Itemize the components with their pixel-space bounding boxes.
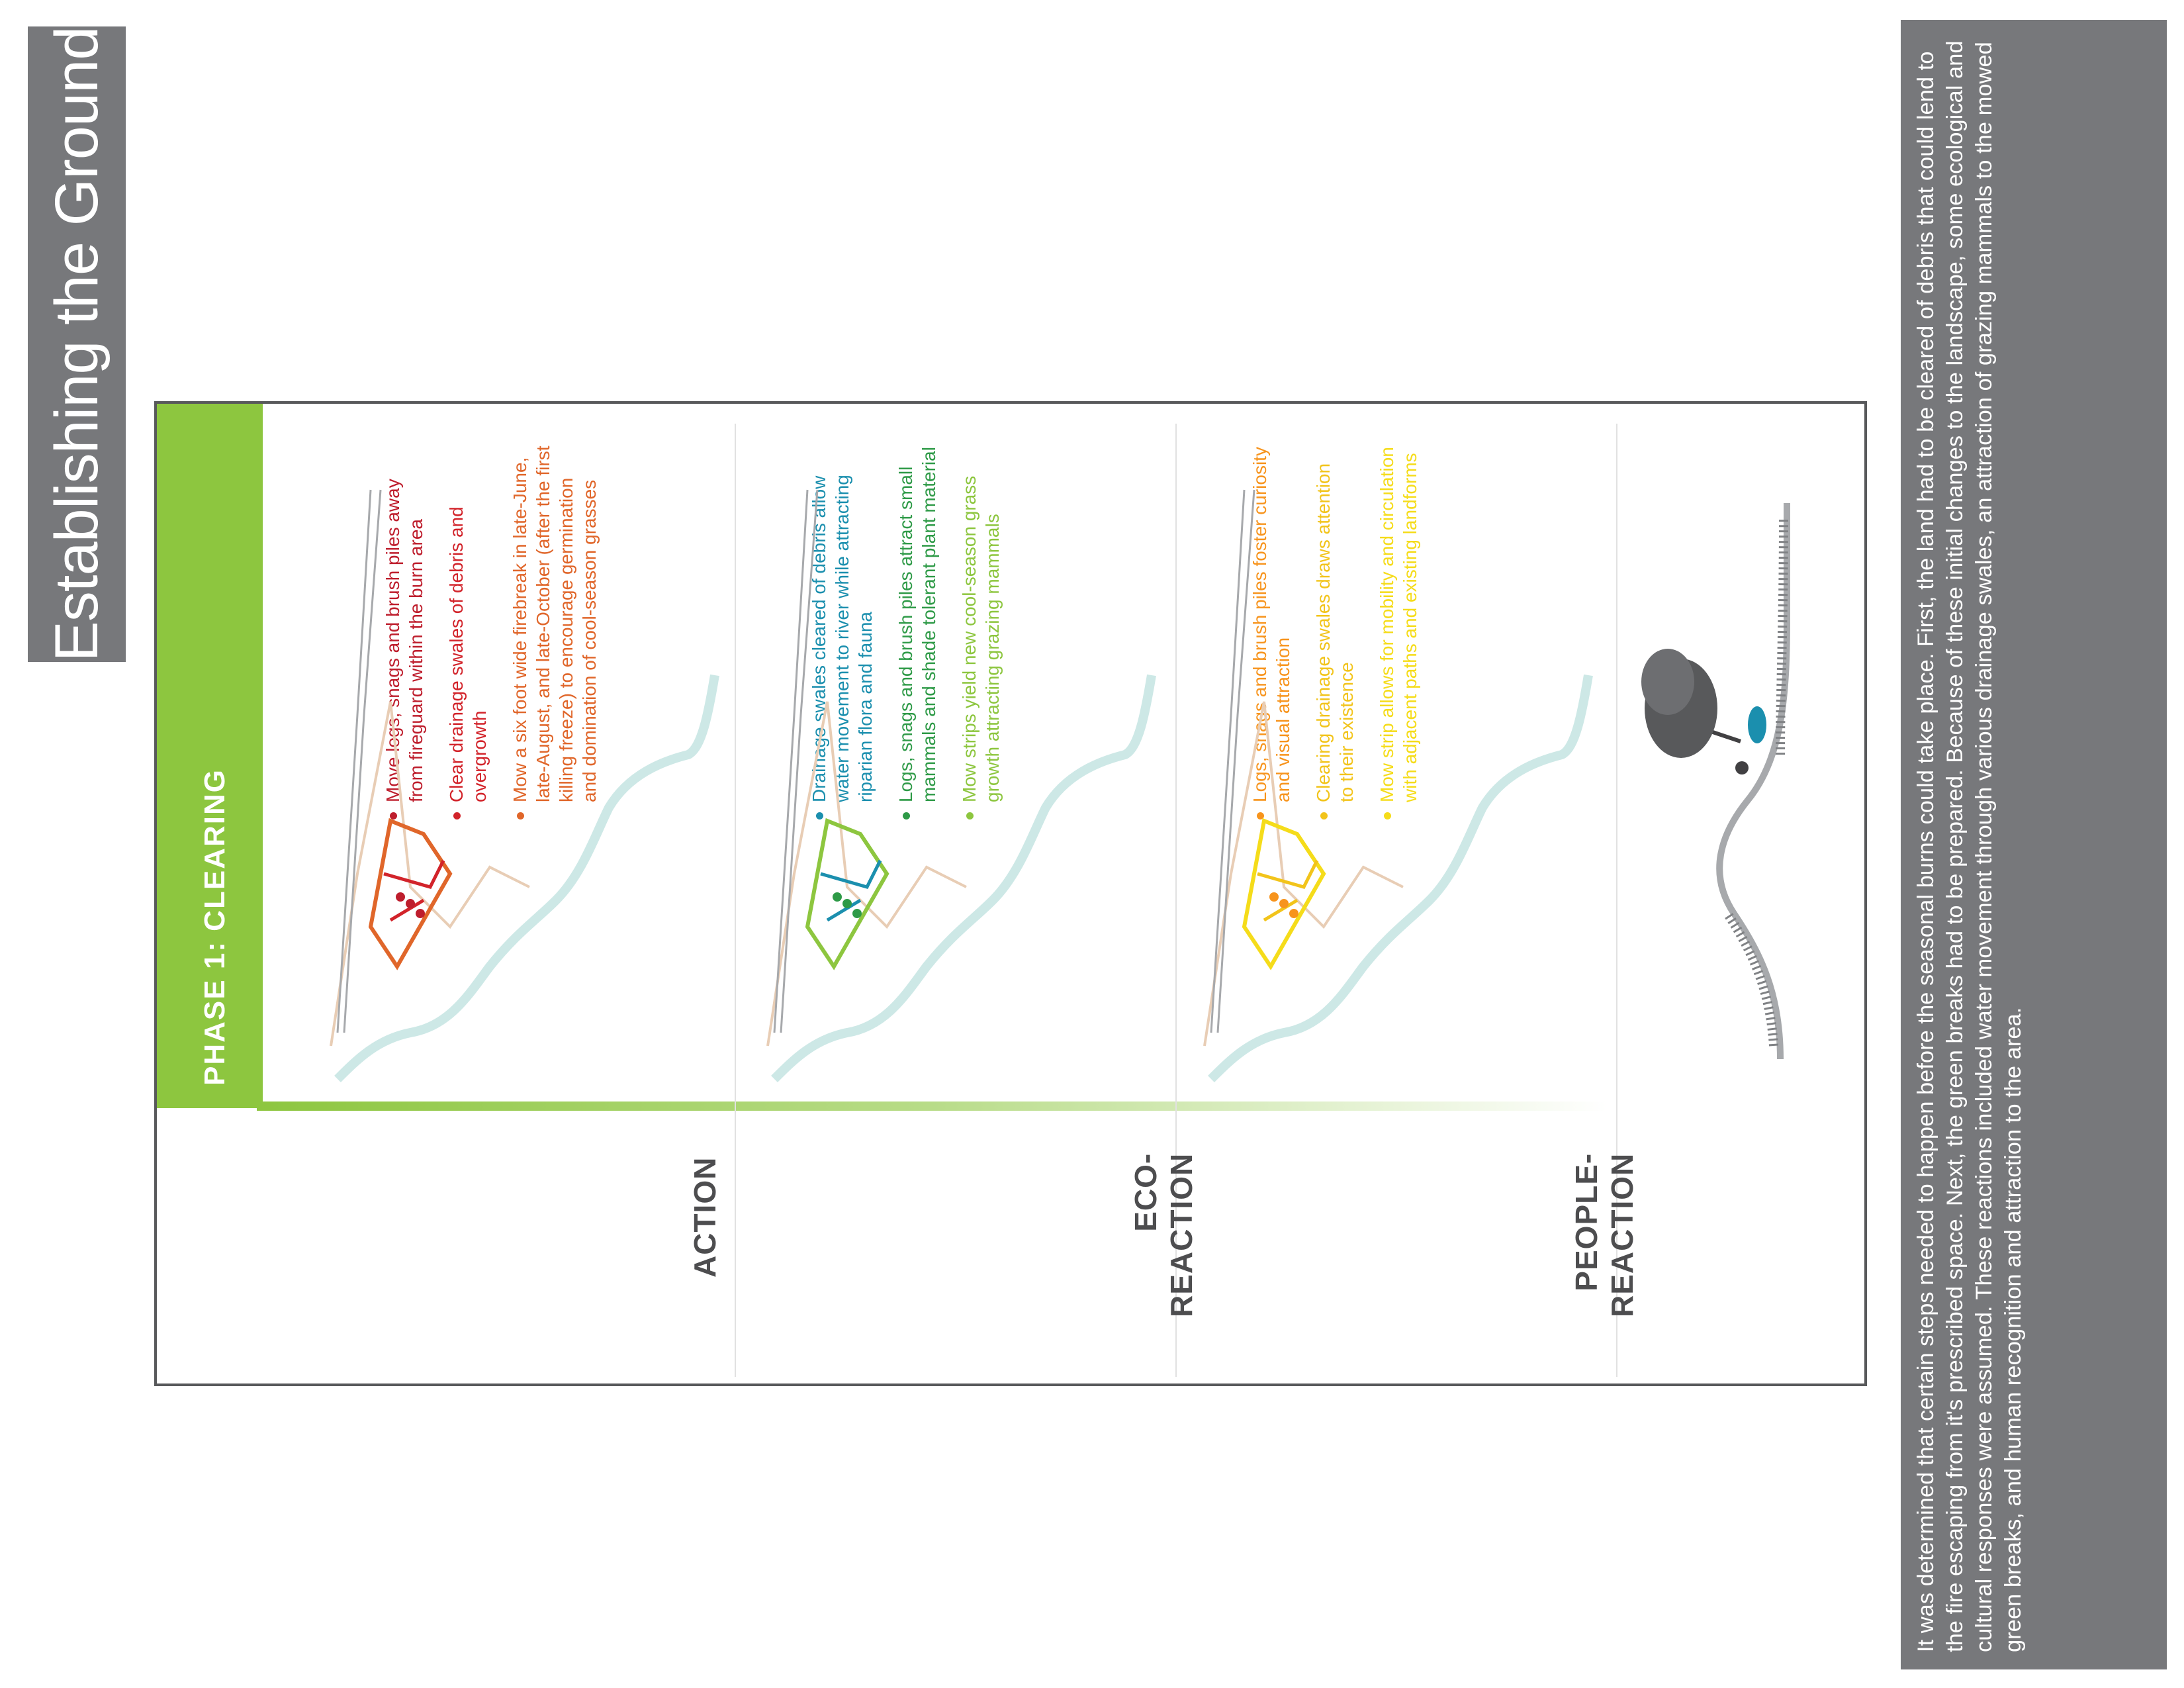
people-site-map [1203, 489, 1593, 1082]
description-text: It was determined that certain steps nee… [1913, 40, 2026, 1652]
eco-site-map [766, 489, 1156, 1082]
row-divider [1616, 424, 1617, 1377]
row-label-action: ACTION [688, 1156, 722, 1278]
row-divider [735, 424, 736, 1377]
diagram-frame [154, 401, 1867, 1386]
page-title: Establishing the Ground [42, 26, 111, 662]
row-divider [1175, 424, 1177, 1377]
landscape-section-illustration [1641, 503, 1790, 1060]
phase-header-bar [157, 404, 263, 1108]
row-label-people-reaction: PEOPLE- REACTION [1569, 1152, 1639, 1317]
phase-label: PHASE 1: CLEARING [199, 769, 231, 1086]
description-panel: It was determined that certain steps nee… [1901, 20, 2167, 1669]
phase-fade-line [257, 1102, 1607, 1111]
row-label-eco-reaction: ECO- REACTION [1128, 1152, 1199, 1317]
title-panel: Establishing the Ground [28, 26, 126, 662]
action-site-map [330, 489, 719, 1082]
